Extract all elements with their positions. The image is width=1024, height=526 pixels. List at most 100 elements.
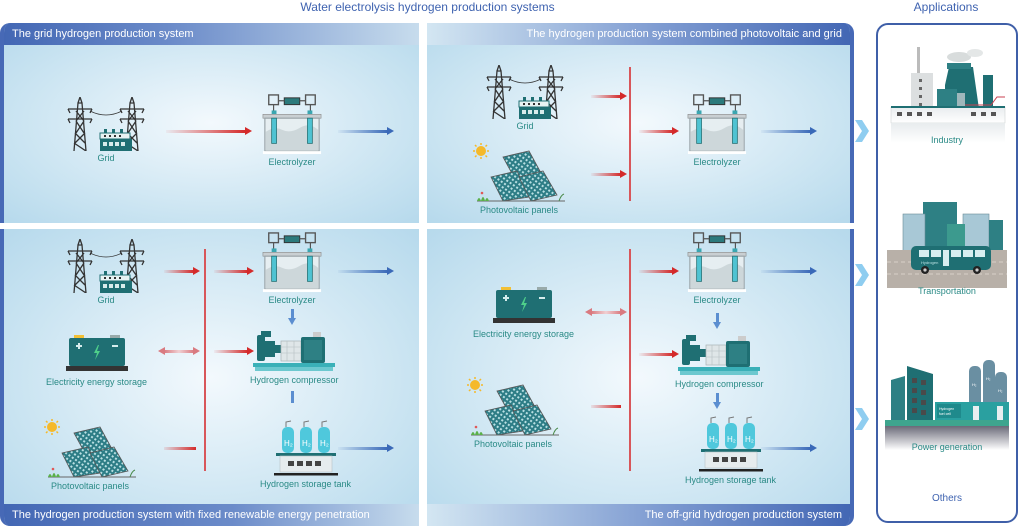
storage-node: Electricity energy storage bbox=[46, 335, 147, 388]
electrolyzer-icon bbox=[260, 93, 324, 155]
grid-label: Grid bbox=[97, 153, 115, 163]
applications-title: Applications bbox=[913, 0, 979, 14]
panel-title: The hydrogen production system combined … bbox=[427, 23, 850, 45]
panel-title: The off-grid hydrogen production system bbox=[427, 504, 850, 526]
svg-text:H₂: H₂ bbox=[998, 388, 1003, 393]
pv-label: Photovoltaic panels bbox=[479, 205, 559, 215]
compressor-power-arrow bbox=[214, 347, 254, 355]
compressor-icon bbox=[253, 329, 335, 373]
pv-label: Photovoltaic panels bbox=[473, 439, 553, 449]
chevron-right-icon bbox=[855, 264, 869, 286]
grid-label: Grid bbox=[97, 295, 115, 305]
hydrogen-flow-arrow bbox=[338, 267, 394, 275]
panel-pv-grid-system: The hydrogen production system combined … bbox=[427, 23, 854, 223]
hydrogen-down-line bbox=[291, 391, 294, 403]
power-grid-icon bbox=[479, 65, 571, 119]
power-flow-arrow bbox=[166, 127, 252, 135]
hydrogen-down-arrow bbox=[713, 313, 721, 329]
grid-node: Grid bbox=[479, 65, 571, 132]
power-grid-icon bbox=[60, 239, 152, 293]
others-label: Others bbox=[931, 493, 962, 504]
pv-node: Photovoltaic panels bbox=[463, 377, 563, 450]
hydrogen-output-arrow bbox=[761, 444, 817, 452]
electrolyzer-power-arrow bbox=[214, 267, 254, 275]
storage-label: Electricity energy storage bbox=[46, 377, 148, 387]
storage-bidirectional-arrow bbox=[158, 347, 200, 355]
hydrogen-flow-arrow bbox=[338, 127, 394, 135]
electrolyzer-node: Electrolyzer bbox=[685, 231, 749, 306]
pv-power-line bbox=[591, 405, 621, 408]
compressor-node: Hydrogen compressor bbox=[675, 333, 764, 390]
storage-bidirectional-arrow bbox=[585, 308, 627, 316]
application-power-generation: H₂ H₂ H₂ Hydrogen fuel cell Power generati… bbox=[878, 360, 1016, 453]
power-bus-line bbox=[629, 67, 631, 201]
electrolyzer-label: Electrolyzer bbox=[268, 295, 316, 305]
svg-text:H₂: H₂ bbox=[972, 382, 977, 387]
tank-node: Hydrogen storage tank bbox=[260, 419, 351, 490]
svg-text:fuel cell: fuel cell bbox=[939, 412, 951, 416]
transportation-label: Transportation bbox=[918, 286, 976, 296]
hydrogen-flow-arrow bbox=[761, 267, 817, 275]
power-generation-label: Power generation bbox=[911, 442, 983, 452]
compressor-label: Hydrogen compressor bbox=[675, 379, 764, 389]
grid-node: Grid bbox=[60, 239, 152, 306]
electrolyzer-power-arrow bbox=[639, 267, 679, 275]
application-industry: Industry bbox=[878, 45, 1016, 146]
tank-label: Hydrogen storage tank bbox=[685, 475, 777, 485]
electrolyzer-label: Electrolyzer bbox=[268, 157, 316, 167]
panel-title: The grid hydrogen production system bbox=[4, 23, 419, 45]
compressor-label: Hydrogen compressor bbox=[250, 375, 339, 385]
hydrogen-flow-arrow bbox=[761, 127, 817, 135]
hydrogen-down-arrow bbox=[288, 309, 296, 325]
application-transportation: Hydrogen Transportation bbox=[878, 200, 1016, 297]
applications-panel: Industry Hydrogen Transportation H₂ H₂ H₂ bbox=[876, 23, 1018, 523]
grid-power-arrow bbox=[164, 267, 200, 275]
power-flow-arrow bbox=[639, 127, 679, 135]
power-grid-icon bbox=[60, 97, 152, 151]
solar-panel-icon bbox=[469, 143, 569, 203]
panel-off-grid-system: The off-grid hydrogen production system … bbox=[427, 229, 854, 526]
electrolyzer-icon bbox=[685, 93, 749, 155]
pv-power-line bbox=[164, 447, 196, 450]
power-plant-icon: H₂ H₂ H₂ Hydrogen fuel cell bbox=[885, 360, 1009, 450]
electrolyzer-icon bbox=[685, 231, 749, 293]
hydrogen-tank-icon bbox=[699, 415, 763, 473]
compressor-node: Hydrogen compressor bbox=[250, 329, 339, 386]
electrolyzer-icon bbox=[260, 231, 324, 293]
pv-node: Photovoltaic panels bbox=[469, 143, 569, 216]
pv-label: Photovoltaic panels bbox=[50, 481, 130, 491]
factory-icon bbox=[890, 47, 1006, 143]
electrolyzer-label: Electrolyzer bbox=[693, 157, 741, 167]
hydrogen-bus-icon: Hydrogen bbox=[887, 202, 1007, 288]
tank-label: Hydrogen storage tank bbox=[260, 479, 352, 489]
svg-text:Hydrogen: Hydrogen bbox=[939, 407, 954, 411]
electrolyzer-node: Electrolyzer bbox=[685, 93, 749, 168]
hydrogen-tank-icon bbox=[274, 419, 338, 477]
chevron-right-icon bbox=[855, 408, 869, 430]
hydrogen-down-arrow-2 bbox=[713, 393, 721, 409]
solar-panel-icon bbox=[40, 419, 140, 479]
power-bus-line bbox=[629, 249, 631, 471]
battery-icon bbox=[66, 335, 128, 375]
panel-fixed-renewable-system: The hydrogen production system with fixe… bbox=[0, 229, 419, 526]
pv-node: Photovoltaic panels bbox=[40, 419, 140, 492]
solar-panel-icon bbox=[463, 377, 563, 437]
tank-node: Hydrogen storage tank bbox=[685, 415, 776, 486]
grid-label: Grid bbox=[516, 121, 534, 131]
compressor-icon bbox=[678, 333, 760, 377]
industry-label: Industry bbox=[930, 135, 963, 145]
storage-node: Electricity energy storage bbox=[473, 287, 574, 340]
pv-power-arrow bbox=[591, 170, 627, 178]
electrolyzer-node: Electrolyzer bbox=[260, 231, 324, 306]
main-title: Water electrolysis hydrogen production s… bbox=[300, 0, 555, 14]
electrolyzer-label: Electrolyzer bbox=[693, 295, 741, 305]
svg-text:H₂: H₂ bbox=[986, 376, 991, 381]
panel-grid-system: The grid hydrogen production system Grid… bbox=[0, 23, 419, 223]
svg-text:Hydrogen: Hydrogen bbox=[921, 260, 938, 265]
chevron-right-icon bbox=[855, 120, 869, 142]
hydrogen-output-arrow bbox=[338, 444, 394, 452]
grid-power-arrow bbox=[591, 92, 627, 100]
power-bus-line bbox=[204, 249, 206, 471]
grid-node: Grid bbox=[60, 97, 152, 164]
compressor-power-arrow bbox=[639, 350, 679, 358]
